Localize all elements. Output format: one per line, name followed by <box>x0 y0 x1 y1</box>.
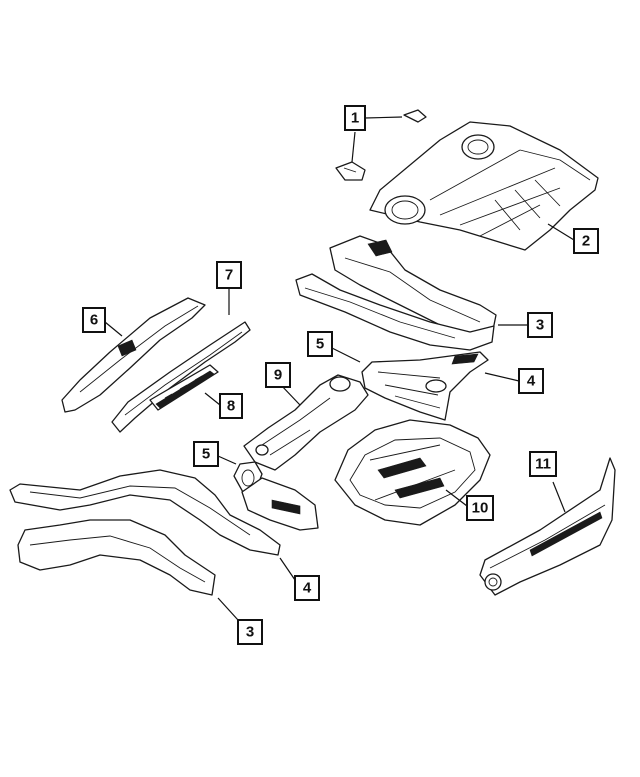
callout-3-upper-label: 3 <box>536 317 544 334</box>
callout-5-lower-label: 5 <box>202 446 210 463</box>
callout-11: 11 <box>529 451 557 477</box>
callout-8: 8 <box>219 393 243 419</box>
part-11-rear-panel <box>479 457 616 596</box>
callout-9-label: 9 <box>274 367 282 384</box>
callout-6: 6 <box>82 307 106 333</box>
callout-4-upper-label: 4 <box>527 373 536 390</box>
part-8-support-plate <box>149 364 219 411</box>
callout-8-label: 8 <box>227 398 235 415</box>
callout-3-lower-label: 3 <box>246 624 254 641</box>
callout-3-lower: 3 <box>237 619 263 645</box>
callout-1: 1 <box>344 105 366 131</box>
callout-5-upper: 5 <box>307 331 333 357</box>
callout-5-upper-label: 5 <box>316 336 324 353</box>
callout-7-label: 7 <box>225 267 233 284</box>
callout-11-label: 11 <box>535 456 551 473</box>
callout-10-label: 10 <box>472 500 489 517</box>
part-1-brackets <box>335 109 427 181</box>
callout-2: 2 <box>573 228 599 254</box>
part-9-frame-bracket <box>243 374 369 471</box>
callout-2-label: 2 <box>582 233 590 250</box>
callout-7: 7 <box>216 261 242 289</box>
part-6-side-member <box>61 297 206 413</box>
part-3-upper-frame-rail <box>295 235 497 351</box>
callout-9: 9 <box>265 362 291 388</box>
callout-3-upper: 3 <box>527 312 553 338</box>
callout-4-lower-label: 4 <box>303 580 312 597</box>
part-7-cross-member <box>111 321 251 433</box>
callout-4-upper: 4 <box>518 368 544 394</box>
leader-lines <box>104 116 575 621</box>
part-4-lower-rail-extension <box>241 477 319 531</box>
part-10-spare-tire-well <box>334 419 491 526</box>
callouts: 1 2 3 4 5 6 7 8 <box>82 105 599 645</box>
part-3-lower-front-rails <box>9 469 281 596</box>
callout-1-label: 1 <box>351 110 359 127</box>
callout-5-lower: 5 <box>193 441 219 467</box>
part-2-rear-floor-pan <box>369 121 599 251</box>
part-4-upper-rail-extension <box>361 351 489 421</box>
callout-10: 10 <box>466 495 494 521</box>
callout-6-label: 6 <box>90 312 98 329</box>
callout-4-lower: 4 <box>294 575 320 601</box>
